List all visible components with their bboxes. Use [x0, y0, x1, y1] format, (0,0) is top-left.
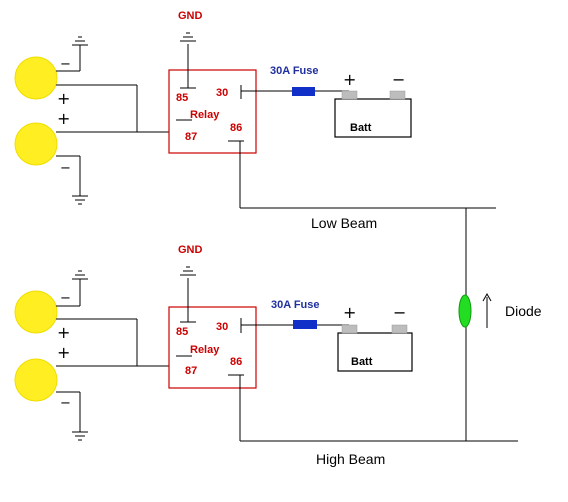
- battery-box: [337, 332, 413, 372]
- battery-label: Batt: [350, 122, 372, 134]
- battery-label: Batt: [351, 356, 373, 368]
- gnd-label: GND: [178, 10, 203, 22]
- lamp-bottom: [14, 358, 58, 402]
- pin-85-label: 85: [176, 92, 188, 104]
- lamp-bottom-plus-sign: +: [57, 109, 70, 128]
- lamp-feed-wire: [56, 84, 185, 133]
- battery-box: [334, 98, 412, 138]
- gnd-label: GND: [178, 244, 203, 256]
- diode-link: Diode: [458, 208, 542, 441]
- pin-87-label: 87: [185, 365, 197, 377]
- lamp-top-ground: [56, 36, 88, 72]
- pin-86-label: 86: [230, 122, 242, 134]
- lamp-bottom-minus-sign: −: [60, 161, 71, 176]
- low-beam-label: Low Beam: [311, 215, 377, 231]
- diode-label: Diode: [505, 303, 542, 319]
- fuse-label: 30A Fuse: [271, 299, 320, 311]
- relay-box: [168, 69, 257, 154]
- lamp-top-minus-sign: −: [60, 57, 71, 72]
- lamp-bottom: [14, 122, 58, 166]
- pin-85-label: 85: [176, 326, 188, 338]
- lamp-bottom-ground: [56, 155, 88, 205]
- pin-87-label: 87: [185, 131, 197, 143]
- battery-minus-terminal: [391, 324, 408, 334]
- lamp-top: [14, 56, 58, 100]
- battery-plus-sign: +: [343, 303, 356, 322]
- lamp-bottom-plus-sign: +: [57, 343, 70, 362]
- pin-30-label: 30: [216, 321, 228, 333]
- battery-minus-terminal: [389, 90, 406, 100]
- diode-icon: [458, 294, 472, 328]
- lamp-top-plus-sign: +: [57, 89, 70, 108]
- relay-label: Relay: [190, 344, 220, 356]
- relay-ground-symbol: [180, 266, 196, 322]
- battery-plus-sign: +: [343, 70, 356, 89]
- lamp-top: [14, 290, 58, 334]
- arrow-up-head: [482, 292, 492, 302]
- battery-minus-sign: −: [393, 303, 406, 322]
- fuse-icon: [293, 320, 317, 329]
- relay-ground-symbol: [180, 32, 196, 88]
- battery-plus-terminal: [341, 90, 358, 100]
- lamp-bottom-minus-sign: −: [60, 396, 71, 411]
- low-beam-circuit: − + + − GND 85 30 Relay 87 86 3: [14, 10, 496, 231]
- high-beam-circuit: − + + − GND 85 30 Relay 87 86 30A Fuse: [14, 244, 518, 467]
- lamp-feed-wire: [56, 318, 185, 367]
- lamp-top-ground: [56, 270, 88, 307]
- lamp-top-plus-sign: +: [57, 323, 70, 342]
- fuse-icon: [292, 87, 315, 96]
- high-beam-label: High Beam: [316, 451, 385, 467]
- lamp-bottom-ground: [56, 391, 88, 441]
- battery-minus-sign: −: [392, 70, 405, 89]
- lamp-top-minus-sign: −: [60, 291, 71, 306]
- pin-30-label: 30: [216, 87, 228, 99]
- relay-label: Relay: [190, 109, 220, 121]
- fuse-label: 30A Fuse: [270, 65, 319, 77]
- pin-86-label: 86: [230, 356, 242, 368]
- battery-plus-terminal: [341, 324, 358, 334]
